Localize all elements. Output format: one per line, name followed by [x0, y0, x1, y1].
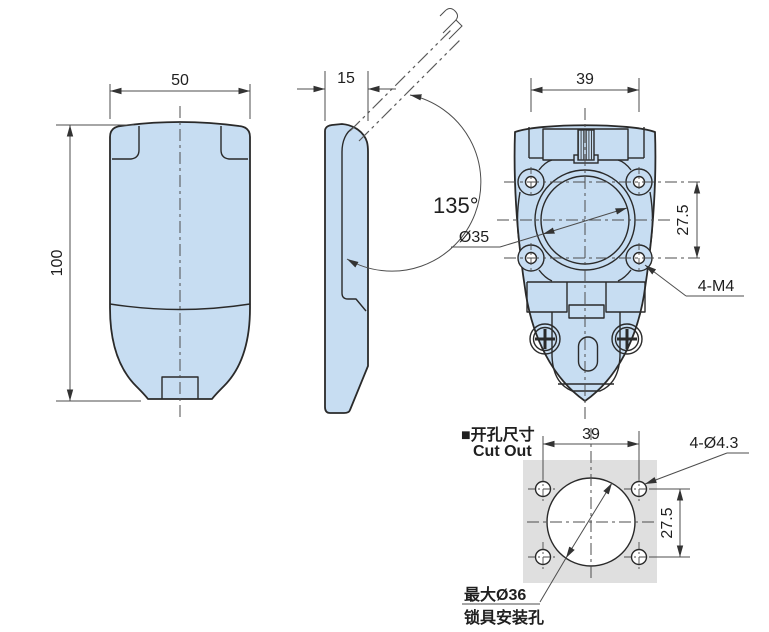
boss-dia-leader-ext [499, 233, 544, 248]
open-lid-phantom-line [358, 39, 461, 142]
boss-dia-leader [542, 207, 628, 235]
dim-open-angle: 135° [433, 193, 479, 218]
max-dia-leader [565, 482, 613, 559]
front-lid-inset-left [112, 126, 140, 160]
dim-front-height: 100 [49, 250, 66, 277]
flange-web [538, 269, 553, 282]
front-split-line [109, 303, 251, 311]
open-lid-phantom-line [349, 29, 452, 132]
flange-web [617, 269, 632, 282]
max-dia-leader-ext [539, 557, 567, 603]
note-mount-hole: 锁具安装孔 [464, 608, 544, 627]
cutout-title-en: Cut Out [473, 443, 532, 460]
cutout-title-zh: ■开孔尺寸 [461, 425, 535, 444]
open-lid-tip-hook [448, 19, 463, 40]
threads-leader [644, 264, 687, 297]
side-body-outline [324, 123, 369, 414]
flange-web [538, 159, 553, 171]
drill-leader [644, 452, 728, 485]
dim-boss-diameter: Ø35 [459, 229, 489, 246]
open-lid-tip [439, 8, 458, 34]
rear-view: 39 27.5 Ø35 4-M4 [451, 71, 744, 420]
dim-cutout-pitch-v: 27.5 [659, 507, 676, 538]
dim-rear-pitch-h: 39 [576, 71, 594, 88]
side-lid-inner-line [341, 127, 367, 312]
side-view: 135° 15 [297, 8, 482, 414]
housing-center-plate [568, 304, 605, 319]
screw-left [529, 323, 561, 355]
dim-front-width: 50 [171, 72, 189, 89]
front-lid-inset-right [220, 126, 248, 160]
dim-cutout-pitch-h: 39 [582, 426, 600, 443]
flange-web [617, 159, 632, 171]
screw-right [611, 323, 643, 355]
screw-right-head [614, 326, 640, 352]
housing-block-right [605, 282, 646, 313]
key-slot [577, 336, 599, 372]
angle-arc [346, 94, 482, 272]
note-max-diameter: 最大Ø36 [464, 585, 526, 604]
screw-left-head [532, 326, 558, 352]
housing-block-left [526, 282, 568, 313]
label-mount-threads: 4-M4 [698, 278, 735, 295]
label-drill-holes: 4-Ø4.3 [690, 435, 739, 452]
latch-slot-hatch [578, 130, 594, 160]
dim-side-thickness: 15 [337, 70, 355, 87]
front-view: 50 100 [49, 72, 251, 418]
dim-rear-pitch-v: 27.5 [675, 204, 692, 235]
cutout-view: 39 27.5 4-Ø4.3 最大Ø36 锁具安装孔 ■开孔尺寸 Cut Out [461, 425, 749, 627]
inner-bottom-outline [551, 312, 621, 392]
flange-web [516, 191, 521, 249]
